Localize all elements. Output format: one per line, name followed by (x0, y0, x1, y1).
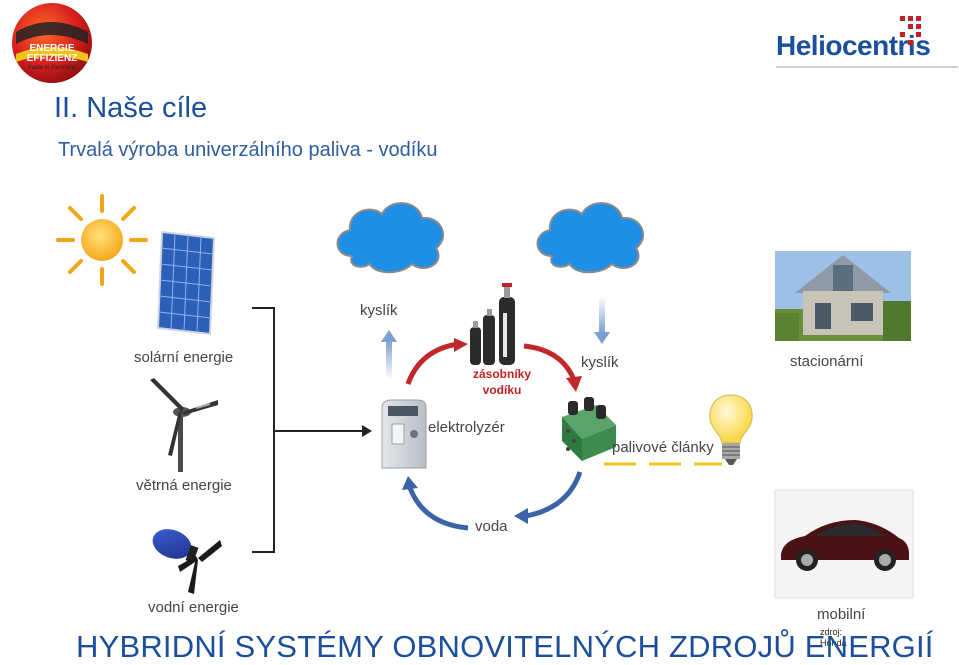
mobile-label: mobilní (817, 606, 866, 623)
oxygen-up-arrow (381, 330, 397, 380)
logo-text-1: ENERGIE (29, 43, 75, 54)
hydrogen-flow-arrow-right (523, 343, 582, 392)
brand-dots-icon (900, 16, 921, 45)
fuel-cell-stack-icon (562, 397, 616, 461)
sun-icon (56, 194, 148, 286)
cloud-right-icon (536, 202, 644, 274)
house-photo (775, 251, 911, 341)
wind-energy-label: větrná energie (136, 477, 232, 494)
water-label: voda (475, 518, 508, 535)
stationary-label: stacionární (790, 353, 864, 370)
water-turbine-icon (152, 529, 222, 594)
energy-output-dashes (604, 462, 722, 466)
light-bulb-icon (709, 394, 753, 465)
water-flow-arrow-right (514, 471, 583, 524)
oxygen-label-right: kyslík (581, 354, 619, 371)
electrolyzer-device-icon (381, 399, 427, 469)
logo-text-2: EFFIZIENZ (26, 53, 78, 64)
energie-effizienz-logo: ENERGIE EFFIZIENZ made in Germany (10, 2, 94, 84)
hydrogen-flow-arrow-left (405, 338, 468, 385)
source-note-line2: Honda (820, 638, 847, 648)
logo-emblem-icon (12, 3, 92, 83)
oxygen-down-arrow (594, 296, 610, 344)
hydrogen-storage-label-line2: vodíku (482, 383, 522, 397)
electrolyzer-label: elektrolyzér (428, 419, 505, 436)
slide-subtitle: Trvalá výroba univerzálního paliva - vod… (58, 139, 438, 161)
slide-title: II. Naše cíle (54, 92, 208, 124)
oxygen-label-left: kyslík (360, 302, 398, 319)
footer-title: HYBRIDNÍ SYSTÉMY OBNOVITELNÝCH ZDROJŮ EN… (76, 629, 934, 664)
cloud-left-icon (336, 202, 444, 274)
water-energy-label: vodní energie (148, 599, 239, 616)
solar-energy-label: solární energie (134, 349, 234, 366)
car-photo (774, 489, 914, 599)
wind-turbine-icon (150, 378, 218, 472)
hydrogen-storage-label-line1: zásobníky (472, 367, 532, 381)
water-flow-arrow-left (402, 476, 469, 531)
hydrogen-cylinders-icon (470, 283, 515, 365)
fuel-cells-label: palivové články (612, 439, 714, 456)
source-bracket-line (252, 307, 372, 553)
source-note-line1: zdroj: (820, 627, 843, 637)
logo-text-3: made in Germany (28, 65, 76, 71)
solar-panel-icon (156, 230, 216, 336)
hydrogen-storage-label: zásobníky vodíku (466, 366, 538, 398)
header-divider (776, 66, 958, 68)
image-source-note: zdroj: Honda (820, 627, 847, 649)
